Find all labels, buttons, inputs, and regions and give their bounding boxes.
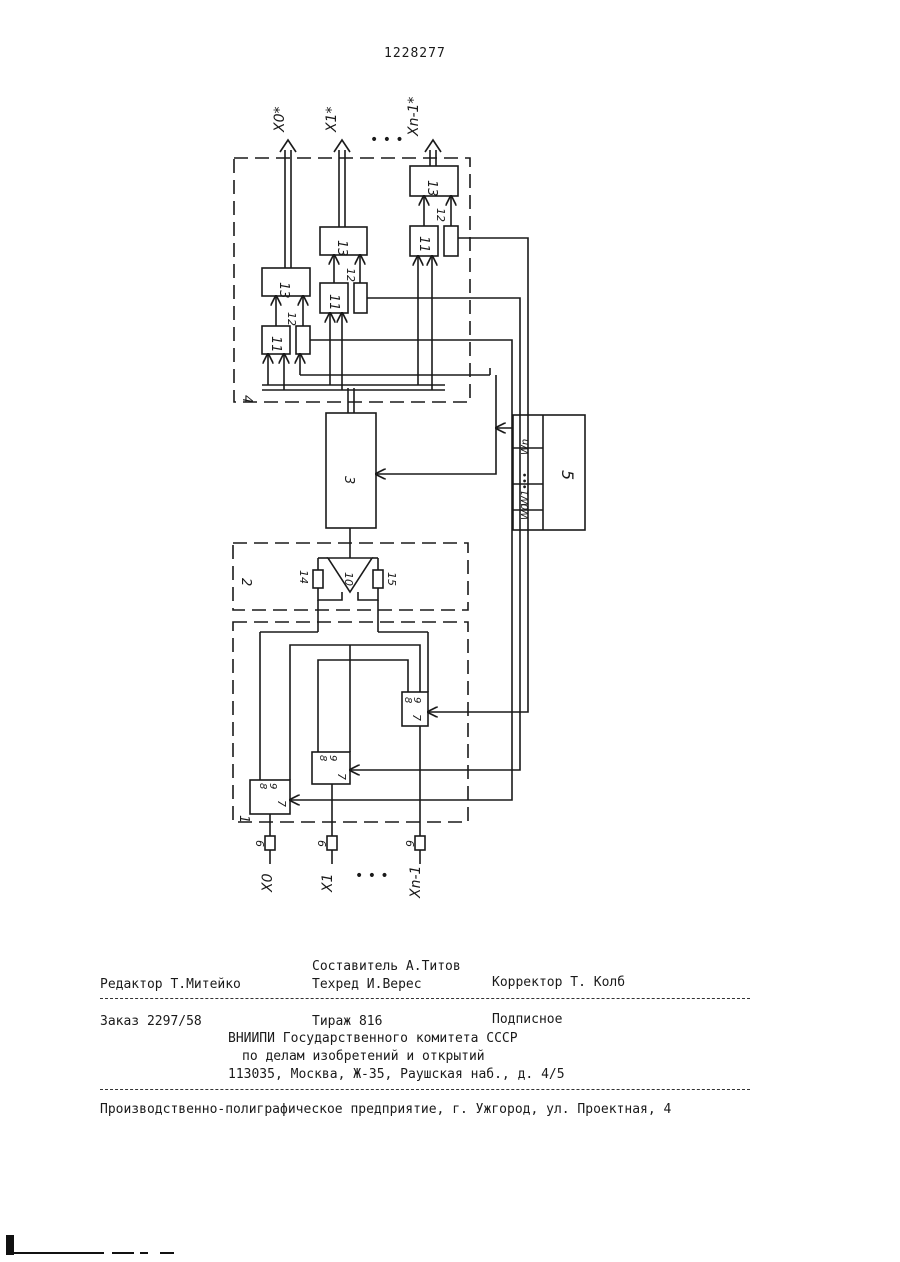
page-edge-dash-1 [112,1252,134,1254]
label-res-14: 14 [297,570,310,584]
imprint-compiler: Составитель А.Титов [312,959,461,974]
block-12-a [296,326,310,354]
label-9-b: 9 [327,755,338,761]
output-x1: X1* [324,107,340,134]
imprint-editor: Редактор Т.Митейко [100,977,241,992]
divider-bottom [100,1089,750,1090]
label-block-1: 1 [236,815,251,823]
input-xn-1: Xn-1 [408,866,424,899]
label-9-a: 9 [267,783,278,789]
block-12-c [444,226,458,256]
label-8-b: 8 [317,755,328,761]
label-12-a: 12 [285,312,298,326]
block-3-box [326,413,376,528]
label-11-c: 11 [416,236,431,253]
block-12-b [354,283,367,313]
label-12-b: 12 [344,268,357,282]
label-6-c: 6 [403,840,416,847]
imprint-org-line2: по делам изобретений и открытий [242,1049,485,1064]
label-amp-10: 10 [342,572,355,586]
label-9-c: 9 [411,697,422,703]
divider-top [100,998,750,999]
imprint-order: Заказ 2297/58 [100,1014,202,1029]
label-11-b: 11 [326,294,341,311]
label-res-15: 15 [385,572,398,586]
label-block-3: 3 [341,476,356,484]
label-13-a: 13 [276,282,291,299]
label-block-5: 5 [558,470,577,480]
label-8-a: 8 [257,783,268,789]
output-xn-1: Xn-1* [406,97,422,137]
output-ellipsis: • • • [370,132,404,148]
page-edge-line [14,1252,104,1254]
imprint-printer: Производственно-полиграфическое предприя… [100,1102,671,1117]
page-edge-dash-2 [140,1252,148,1254]
label-13-c: 13 [424,180,439,197]
imprint-subscription: Подписное [492,1012,562,1027]
label-block-2: 2 [238,578,253,586]
label-11-a: 11 [268,336,283,353]
label-13-b: 13 [334,240,349,257]
input-x1: X1 [320,874,336,894]
page-edge-mark [6,1235,14,1255]
input-x0: X0 [260,873,276,893]
imprint-org-line3: 113035, Москва, Ж-35, Раушская наб., д. … [228,1067,565,1082]
imprint-corrector: Корректор Т. Колб [492,975,625,990]
label-7-b: 7 [335,773,348,780]
label-6-a: 6 [253,840,266,847]
imprint-org-line1: ВНИИПИ Государственного комитета СССР [228,1031,518,1046]
label-7-a: 7 [275,800,288,807]
label-12-c: 12 [434,208,447,222]
input-ellipsis: • • • [355,868,389,884]
imprint-circulation: Тираж 816 [312,1014,382,1029]
block-diagram: 3 5 4 2 1 13 13 13 11 11 11 12 12 12 10 … [0,0,900,940]
imprint-techred: Техред И.Верес [312,977,422,992]
port-w1: W1••• [520,472,531,506]
output-x0: X0* [272,107,288,134]
port-wn: Wn [520,439,531,455]
label-7-c: 7 [410,714,423,721]
label-6-b: 6 [315,840,328,847]
label-block-4: 4 [239,395,254,403]
page-edge-dash-3 [160,1252,174,1254]
